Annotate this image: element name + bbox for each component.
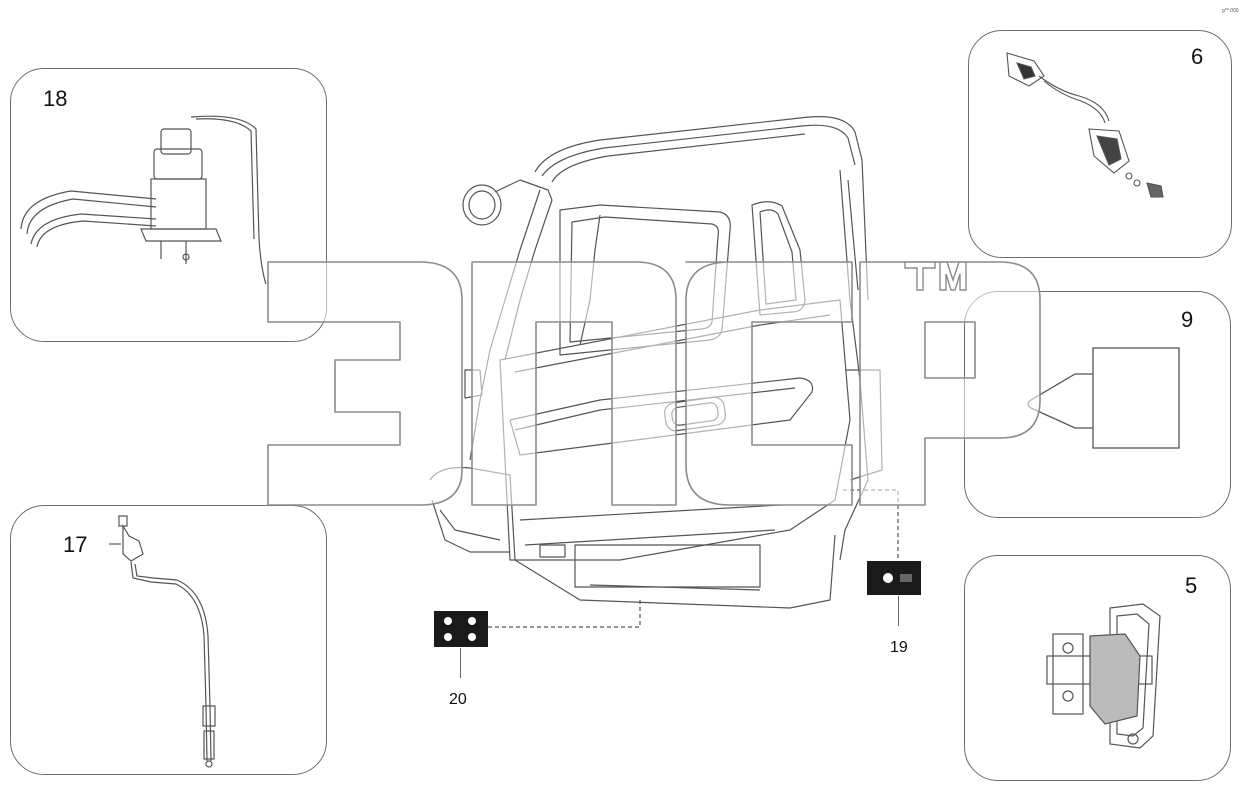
callout-20: 20 [449, 691, 467, 708]
a-pillar [469, 189, 541, 461]
cab-roof [534, 116, 869, 301]
callout-6: 6 [1191, 44, 1204, 69]
callout-5: 5 [1185, 573, 1198, 598]
heater-assembly-drawing [20, 115, 267, 285]
detail-panel-6: 6 [968, 30, 1232, 258]
callout-9: 9 [1181, 307, 1194, 332]
label-plate-19 [867, 561, 921, 595]
mirror-arm [494, 179, 553, 201]
corner-mark: g⁰⁰ 000 [1222, 8, 1239, 14]
door-latch-drawing [1046, 603, 1161, 749]
mirror-head [462, 184, 502, 226]
label-plate-20 [434, 611, 488, 647]
wiring-harness-drawing [1006, 52, 1164, 198]
detail-panel-18: 18 [10, 68, 327, 342]
cable-drawing [109, 515, 216, 768]
leader-19-stem [898, 596, 899, 626]
door-panel [499, 299, 851, 561]
detail-panel-9: 9 [964, 291, 1231, 518]
leader-20-stem [460, 648, 461, 678]
callout-19: 19 [890, 639, 908, 656]
detail-panel-17: 17 [10, 505, 327, 775]
callout-18: 18 [43, 86, 68, 111]
callout-17: 17 [63, 532, 88, 557]
detail-panel-5: 5 [964, 555, 1231, 781]
leader-19 [840, 489, 899, 565]
leader-20 [488, 600, 641, 628]
step-plate [574, 544, 761, 588]
